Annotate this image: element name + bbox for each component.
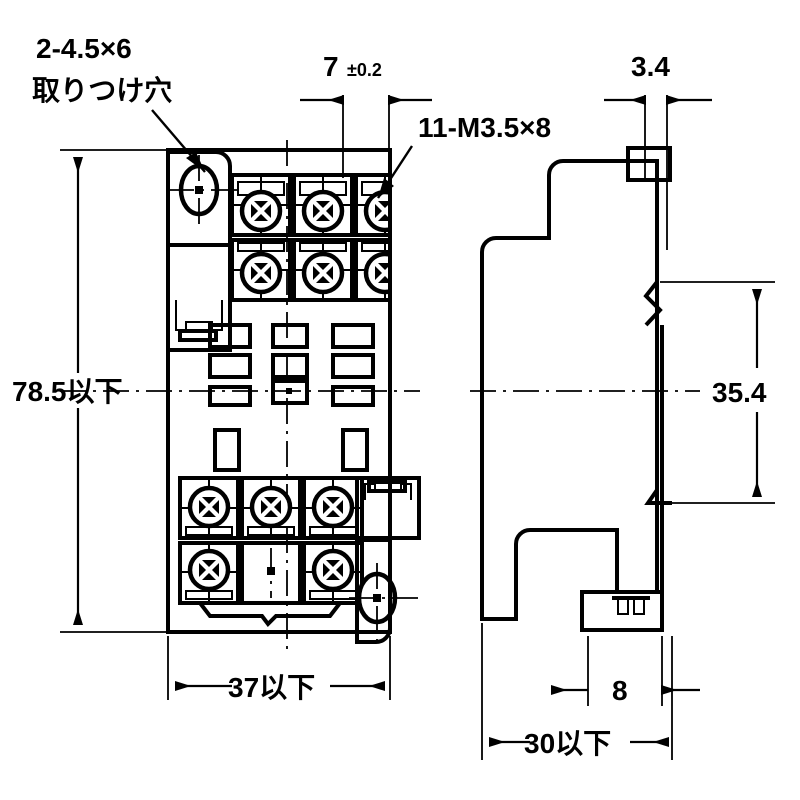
dimension-side-height-mid: 35.4 [660,281,775,504]
callout-terminal-screw: 11-M3.5×8 [376,112,551,199]
dimension-side-depth-label: 30以下 [524,728,611,759]
dimension-width-overall: 37以下 [167,636,391,703]
side-view-body-outline [480,159,659,621]
terminal-group-bottom [178,476,364,628]
terminal-column-2-top [292,173,354,302]
callout-terminal-screw-spec: 11-M3.5×8 [418,112,551,143]
side-view-top-tab [626,146,672,182]
terminal-screw [190,551,228,589]
callout-mounting-hole-spec: 2-4.5×6 [36,33,132,64]
callout-mounting-hole-arrowhead [186,152,205,172]
dimension-side-depth: 30以下 [481,623,673,760]
terminal-screw [252,488,290,526]
terminal-column-3-bottom [302,476,364,605]
dimension-side-foot-label: 8 [612,675,628,706]
callout-mounting-hole: 2-4.5×6 取りつけ穴 [32,33,206,173]
dimension-width-overall-label: 37以下 [228,672,315,703]
side-view-barb-upper [643,280,663,327]
terminal-screw [190,488,228,526]
dimension-side-top-tab: 3.4 [604,51,712,250]
front-view [60,140,422,650]
mounting-hole-top [166,150,237,352]
dimension-height-overall-label: 78.5以下 [12,376,123,407]
side-view [470,146,700,632]
callout-terminal-screw-arrowhead [378,178,394,198]
terminal-screw [314,551,352,589]
terminal-column-1-bottom [178,476,240,605]
terminal-column-2-bottom [240,476,302,605]
callout-mounting-hole-label: 取りつけ穴 [32,75,172,106]
terminal-screw [314,488,352,526]
dimension-height-overall: 78.5以下 [12,149,176,633]
front-view-outline-top [166,148,392,634]
dimension-pitch-top-tolerance: ±0.2 [347,60,382,80]
terminal-screw [242,254,280,292]
socket-hole-group [208,323,375,472]
terminal-screw [304,192,342,230]
dimension-pitch-top: 7 ±0.2 [300,51,432,178]
dimension-side-top-tab-label: 3.4 [631,51,670,82]
side-view-foot [580,590,664,632]
terminal-screw [304,254,342,292]
terminal-column-1-top [230,173,292,302]
mounting-hole-bottom [349,476,421,645]
dimension-side-height-mid-label: 35.4 [712,377,767,408]
dimension-pitch-top-value: 7 [323,51,339,82]
dimension-side-foot: 8 [551,636,700,706]
terminal-screw [242,192,280,230]
